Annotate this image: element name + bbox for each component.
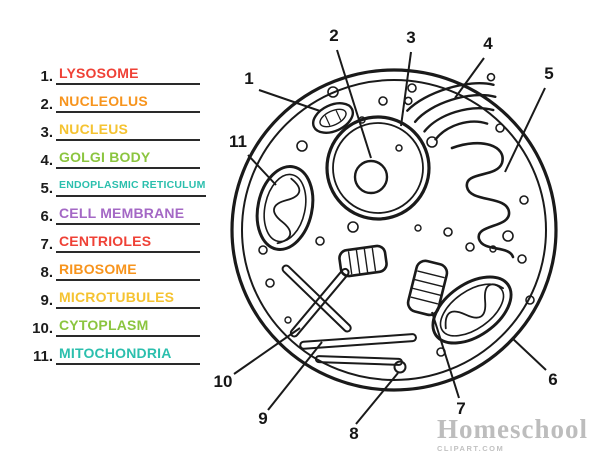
mitochondrion-left xyxy=(255,165,315,251)
item-number: 1. xyxy=(40,68,53,85)
item-word: NUCLEUS xyxy=(56,120,200,141)
item-word: LYSOSOME xyxy=(56,64,200,85)
nucleolus xyxy=(353,159,389,195)
item-word: MITOCHONDRIA xyxy=(56,344,200,365)
list-item-centrioles: 7. CENTRIOLES xyxy=(28,232,200,253)
item-word: CYTOPLASM xyxy=(56,316,200,337)
list-item-mitochondria: 11. MITOCHONDRIA xyxy=(28,344,200,365)
watermark-subtitle: CLIPART.COM xyxy=(437,443,505,453)
list-item-microtubules: 9. MICROTUBULES xyxy=(28,288,200,309)
item-number: 10. xyxy=(32,320,53,337)
item-number: 3. xyxy=(40,124,53,141)
item-word: GOLGI BODY xyxy=(56,148,200,169)
cell-membrane xyxy=(230,68,558,392)
list-item-endoplasmic-reticulum: 5. ENDOPLASMIC RETICULUM xyxy=(28,176,206,197)
list-item-cell-membrane: 6. CELL MEMBRANE xyxy=(28,204,200,225)
list-item-cytoplasm: 10. CYTOPLASM xyxy=(28,316,200,337)
callout-7: 7 xyxy=(456,399,465,418)
callout-10: 10 xyxy=(214,372,233,391)
list-item-golgi-body: 4. GOLGI BODY xyxy=(28,148,200,169)
ribosome-target xyxy=(393,360,407,374)
callout-3: 3 xyxy=(406,28,415,47)
callout-11: 11 xyxy=(229,132,247,151)
item-word: MICROTUBULES xyxy=(56,288,200,309)
centrioles xyxy=(338,244,449,317)
item-number: 2. xyxy=(40,96,53,113)
item-word: NUCLEOLUS xyxy=(56,92,200,113)
list-item-nucleolus: 2. NUCLEOLUS xyxy=(28,92,200,113)
item-number: 11. xyxy=(32,348,53,365)
watermark: Homeschool CLIPART.COM xyxy=(437,413,588,453)
microtubules xyxy=(281,264,417,366)
leader-lines xyxy=(233,49,547,425)
golgi-body xyxy=(403,72,497,141)
item-word: ENDOPLASMIC RETICULUM xyxy=(56,176,206,197)
callout-1: 1 xyxy=(244,69,253,88)
item-number: 4. xyxy=(40,152,53,169)
list-item-lysosome: 1. LYSOSOME xyxy=(28,64,200,85)
callout-9: 9 xyxy=(258,409,267,428)
item-number: 9. xyxy=(40,292,53,309)
lysosome xyxy=(311,102,355,134)
callout-4: 4 xyxy=(483,34,493,53)
callout-8: 8 xyxy=(349,424,358,443)
ribosomes xyxy=(258,83,535,374)
nucleus xyxy=(325,115,431,221)
callout-numbers: 1 2 3 4 5 6 7 8 9 10 11 xyxy=(214,26,558,443)
list-item-ribosome: 8. RIBOSOME xyxy=(28,260,200,281)
item-word: CENTRIOLES xyxy=(56,232,200,253)
word-list: 1. LYSOSOME 2. NUCLEOLUS 3. NUCLEUS 4. G… xyxy=(28,64,206,372)
item-number: 5. xyxy=(40,180,53,197)
item-number: 8. xyxy=(40,264,53,281)
item-word: RIBOSOME xyxy=(56,260,200,281)
callout-2: 2 xyxy=(329,26,338,45)
item-number: 7. xyxy=(40,236,53,253)
item-number: 6. xyxy=(40,208,53,225)
watermark-title: Homeschool xyxy=(437,413,588,444)
endoplasmic-reticulum xyxy=(450,141,515,259)
callout-5: 5 xyxy=(544,64,553,83)
callout-6: 6 xyxy=(548,370,557,389)
mitochondrion-right xyxy=(431,275,513,345)
list-item-nucleus: 3. NUCLEUS xyxy=(28,120,200,141)
item-word: CELL MEMBRANE xyxy=(56,204,200,225)
